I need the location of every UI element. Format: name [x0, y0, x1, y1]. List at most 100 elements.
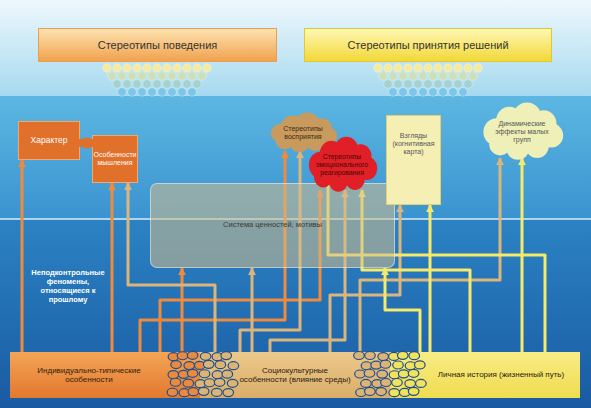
cobblestone: [177, 352, 188, 360]
bubble-group: [103, 64, 483, 97]
influence-arrow: [21, 160, 24, 352]
cobblestone: [228, 362, 239, 370]
cobblestone: [361, 379, 372, 387]
cobblestone: [212, 371, 223, 379]
life-history-box: Личная история (жизненный путь): [390, 352, 580, 398]
bubble: [143, 80, 152, 89]
bubble: [173, 64, 182, 73]
bubble: [384, 80, 393, 89]
bubble: [459, 72, 468, 81]
bubble: [148, 88, 157, 97]
bubble: [414, 80, 423, 89]
cobblestone: [199, 370, 210, 378]
bubble: [178, 72, 187, 81]
cobblestone-group: [167, 351, 426, 396]
node-text: Личная история (жизненный путь): [438, 370, 564, 379]
bubble: [118, 88, 127, 97]
cobblestone: [355, 370, 366, 378]
bubble: [143, 64, 152, 73]
cobblestone: [364, 369, 375, 377]
cobblestone: [378, 353, 389, 361]
cobblestone: [200, 352, 211, 360]
cobblestone: [415, 361, 426, 369]
bubble: [173, 80, 182, 89]
bubble: [459, 88, 468, 97]
bubble: [183, 80, 192, 89]
cobblestone: [222, 370, 233, 378]
bubble: [454, 64, 463, 73]
cobblestone: [227, 379, 238, 387]
cobblestone: [168, 353, 179, 361]
bubble: [449, 88, 458, 97]
bubble: [419, 88, 428, 97]
bubble: [113, 80, 122, 89]
bubble: [404, 80, 413, 89]
bubble: [163, 80, 172, 89]
views-box: Взгляды (когнитивная карта): [386, 115, 441, 205]
bubble: [158, 72, 167, 81]
cobblestone: [405, 380, 416, 388]
puzzle-tab: [78, 139, 95, 147]
bubble: [198, 72, 207, 81]
bubble: [399, 88, 408, 97]
cobblestone: [221, 352, 232, 360]
bubble: [193, 64, 202, 73]
bubble: [193, 80, 202, 89]
bubble: [469, 72, 478, 81]
bubble: [148, 72, 157, 81]
cobblestone: [371, 361, 382, 369]
cobblestone: [214, 378, 225, 386]
influence-arrow: [429, 205, 432, 352]
cobblestone: [178, 370, 189, 378]
influence-arrow: [181, 268, 184, 352]
cobblestone: [188, 388, 199, 396]
cobblestone: [183, 379, 194, 387]
cobblestone: [168, 371, 179, 379]
cobblestone: [187, 351, 198, 359]
bubble: [168, 88, 177, 97]
bubble: [444, 64, 453, 73]
bubble: [434, 80, 443, 89]
cobblestone: [365, 387, 376, 395]
bubble: [429, 72, 438, 81]
bubble: [394, 80, 403, 89]
cobblestone: [171, 361, 182, 369]
bubble: [113, 64, 122, 73]
node-text: Взгляды (когнитивная карта): [388, 132, 439, 156]
cobblestone: [354, 351, 365, 359]
bubble: [188, 88, 197, 97]
cobblestone: [392, 378, 403, 386]
bubble: [404, 64, 413, 73]
thinking-box: Особенности мышления: [92, 135, 138, 183]
cobblestone: [372, 380, 383, 388]
sociocultural-box: Социокультурные особенности (влияние сре…: [200, 352, 390, 398]
cobblestone: [215, 361, 226, 369]
emotion-cloud: Стереотипы эмоционального реагирования: [306, 140, 378, 190]
cobblestone: [198, 387, 209, 395]
individual-traits-box: Индивидуально-типические особенности: [10, 352, 200, 398]
bubble: [128, 72, 137, 81]
bubble: [429, 88, 438, 97]
bubble: [389, 88, 398, 97]
cobblestone: [211, 388, 222, 396]
behavior-stereotype-box: Стереотипы поведения: [38, 28, 277, 62]
cobblestone: [167, 388, 178, 396]
cobblestone: [203, 360, 214, 368]
bubble: [133, 80, 142, 89]
bubble: [464, 64, 473, 73]
node-text: Стереотипы эмоционального реагирования: [312, 153, 372, 176]
cobblestone: [184, 362, 195, 370]
cobblestone: [356, 389, 367, 397]
character-box: Характер: [18, 121, 80, 160]
cobblestone: [179, 389, 190, 397]
cobblestone: [389, 371, 400, 379]
cobblestone: [187, 369, 198, 377]
bubble: [138, 72, 147, 81]
cobblestone: [389, 352, 400, 360]
bubble: [118, 72, 127, 81]
node-text: Индивидуально-типические особенности: [16, 366, 162, 384]
cobblestone: [409, 352, 420, 360]
bubble: [464, 80, 473, 89]
cobblestone: [408, 387, 419, 395]
